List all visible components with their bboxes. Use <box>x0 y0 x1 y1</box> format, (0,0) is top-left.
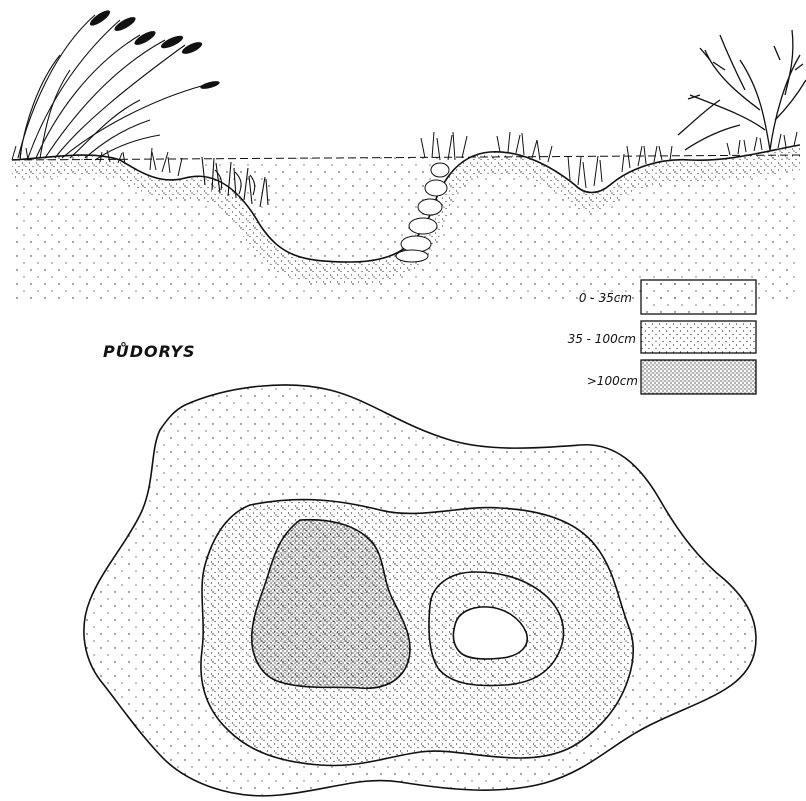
legend-swatch-deep <box>641 360 756 394</box>
legend-label-shallow: 0 - 35cm <box>579 291 632 305</box>
shrub-right <box>678 30 806 150</box>
legend-swatch-shallow <box>641 280 756 314</box>
plan-title: PŮDORYS <box>103 342 196 361</box>
reed-plumes-left <box>88 8 221 91</box>
legend-label-deep: >100cm <box>587 374 638 388</box>
legend: 0 - 35cm 35 - 100cm >100cm <box>568 280 756 394</box>
legend-item-deep: >100cm <box>587 360 756 394</box>
legend-label-medium: 35 - 100cm <box>568 332 636 346</box>
cross-section <box>12 8 806 300</box>
legend-swatch-medium <box>641 321 756 353</box>
legend-item-medium: 35 - 100cm <box>568 321 756 353</box>
plan-view <box>84 385 756 796</box>
